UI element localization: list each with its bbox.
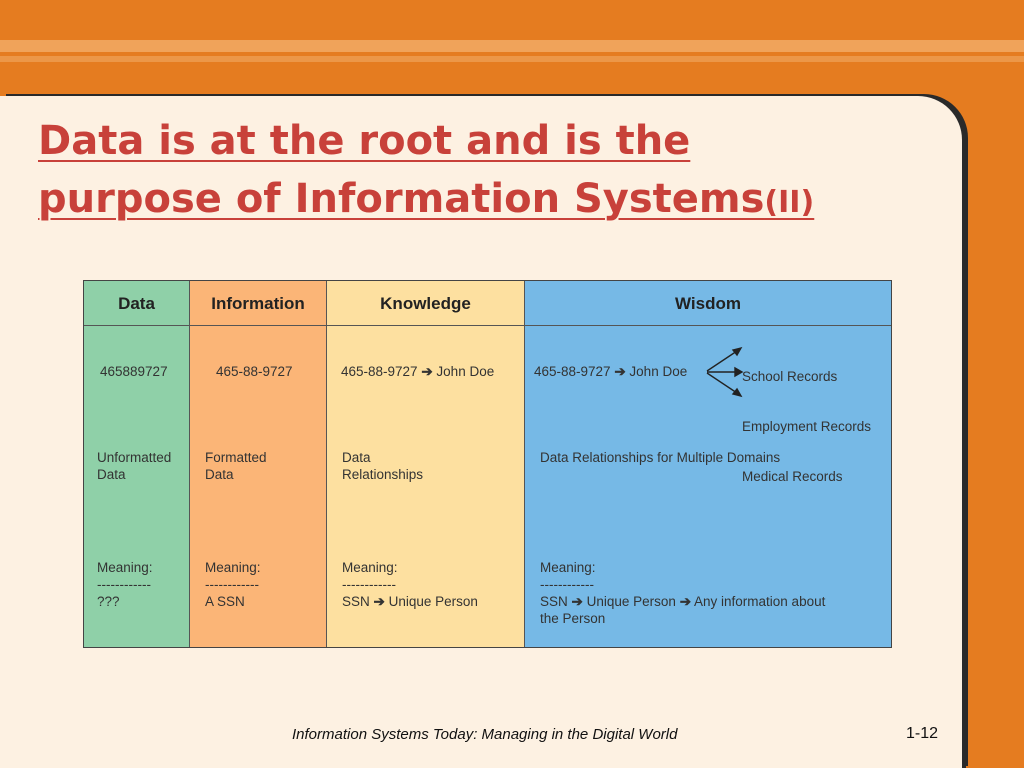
column-wisdom: Wisdom 465-88-9727 ➔ John Doe School Rec…	[525, 281, 891, 647]
cell-data-row3: Meaning: ------------ ???	[97, 559, 153, 610]
meaning-data: ???	[97, 594, 120, 609]
cell-knowledge-row3: Meaning: ------------ SSN ➔ Unique Perso…	[342, 559, 478, 610]
right-arrow-icon: ➔	[679, 594, 691, 609]
cell-information-row3: Meaning: ------------ A SSN	[205, 559, 261, 610]
right-arrow-icon: ➔	[571, 594, 583, 609]
meaning-the-person: the Person	[540, 611, 606, 626]
cell-information-row1: 465-88-9727	[216, 364, 293, 379]
meaning-rule: ------------	[540, 577, 594, 592]
title-suffix: (II)	[764, 185, 815, 220]
cell-wisdom-row2: Data Relationships for Multiple Domains	[540, 450, 781, 465]
meaning-label: Meaning:	[205, 560, 261, 575]
title-line-2: purpose of Information Systems	[38, 176, 765, 222]
data-hierarchy-table: Data 465889727 Unformatted Data Meaning:…	[83, 280, 892, 648]
meaning-ssn: SSN	[540, 594, 568, 609]
header-wisdom: Wisdom	[525, 281, 891, 326]
column-information: Information 465-88-9727 Formatted Data M…	[190, 281, 327, 647]
footer-text: Information Systems Today: Managing in t…	[292, 726, 678, 743]
ssn-formatted: 465-88-9727	[534, 364, 611, 379]
meaning-label: Meaning:	[540, 560, 596, 575]
meaning-label: Meaning:	[342, 560, 398, 575]
cell-wisdom-row1: 465-88-9727 ➔ John Doe	[534, 363, 687, 380]
meaning-rule: ------------	[342, 577, 396, 592]
cell-wisdom-row3: Meaning: ------------ SSN ➔ Unique Perso…	[540, 559, 825, 627]
right-arrow-icon: ➔	[373, 594, 385, 609]
meaning-ssn: SSN	[342, 594, 370, 609]
cell-information-row2: Formatted Data	[205, 450, 267, 482]
header-information: Information	[190, 281, 326, 326]
target-school-records: School Records	[742, 369, 838, 384]
right-arrow-icon: ➔	[421, 364, 433, 379]
cell-knowledge-row2: Data Relationships	[342, 450, 424, 482]
target-employment-records: Employment Records	[742, 419, 872, 434]
title-line-1: Data is at the root and is the	[38, 118, 691, 164]
decorative-stripe	[0, 56, 1024, 62]
meaning-wisdom: SSN ➔ Unique Person ➔ Any information ab…	[540, 593, 825, 610]
slide-title: Data is at the root and is the purpose o…	[38, 112, 938, 232]
target-medical-records: Medical Records	[742, 469, 843, 484]
cell-data-row1: 465889727	[100, 364, 168, 379]
page-number: 1-12	[906, 725, 939, 742]
wisdom-targets: School Records Employment Records Medica…	[742, 339, 871, 514]
meaning-any-information: Any information about	[694, 594, 826, 609]
meaning-knowledge: SSN ➔ Unique Person	[342, 593, 478, 610]
column-knowledge: Knowledge 465-88-9727 ➔ John Doe Data Re…	[327, 281, 525, 647]
right-arrow-icon: ➔	[614, 364, 626, 379]
meaning-rule: ------------	[97, 577, 151, 592]
column-data: Data 465889727 Unformatted Data Meaning:…	[84, 281, 190, 647]
cell-data-row2: Unformatted Data	[97, 450, 172, 482]
meaning-label: Meaning:	[97, 560, 153, 575]
header-knowledge: Knowledge	[327, 281, 524, 326]
branch-arrows-icon	[706, 346, 744, 398]
meaning-rule: ------------	[205, 577, 259, 592]
header-data: Data	[84, 281, 189, 326]
meaning-unique-person: Unique Person	[388, 594, 478, 609]
cell-knowledge-row1: 465-88-9727 ➔ John Doe	[341, 363, 494, 380]
meaning-information: A SSN	[205, 594, 245, 609]
decorative-stripe	[0, 40, 1024, 52]
meaning-unique-person: Unique Person	[586, 594, 676, 609]
ssn-formatted: 465-88-9727	[341, 364, 418, 379]
person-name: John Doe	[629, 364, 688, 379]
person-name: John Doe	[436, 364, 495, 379]
